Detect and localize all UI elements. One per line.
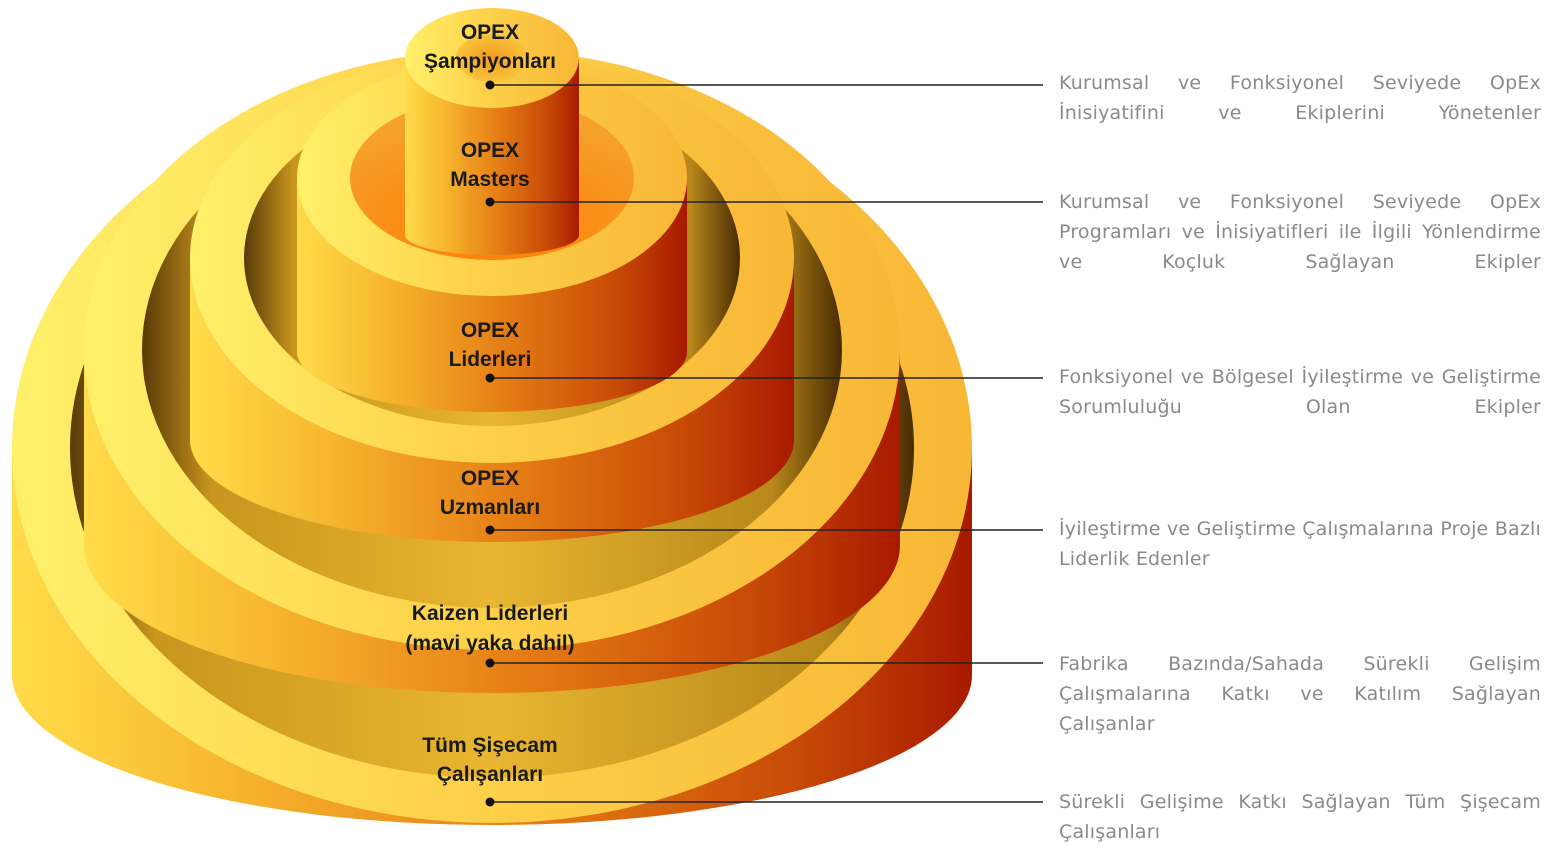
- tier-6-label-line1: Tüm Şişecam: [422, 734, 557, 757]
- tier-2-label-line2: Masters: [450, 168, 529, 191]
- leader-dot-5: [485, 658, 495, 668]
- leader-lines: [485, 80, 1043, 807]
- leader-dot-1: [485, 80, 495, 90]
- tier-4-label-line1: OPEX: [461, 467, 519, 490]
- tier-4-description: İyileştirme ve Geliştirme Çalışmalarına …: [1059, 518, 1541, 570]
- leader-dot-3: [485, 373, 495, 383]
- leader-dot-6: [485, 797, 495, 807]
- tier-6-label-line2: Çalışanları: [437, 763, 543, 786]
- tier-column-2: [405, 58, 579, 255]
- tier-2-description: Kurumsal ve Fonksiyonel Seviyede OpEx Pr…: [1059, 191, 1541, 273]
- tier-2-label-line1: OPEX: [461, 139, 519, 162]
- tier-3-label-line1: OPEX: [461, 319, 519, 342]
- tier-2-side: [405, 58, 579, 255]
- leader-dot-4: [485, 525, 495, 535]
- tier-labels: OPEX Şampiyonları OPEX Masters OPEX Lide…: [405, 21, 574, 786]
- tier-5-label-line2: (mavi yaka dahil): [405, 632, 574, 655]
- tier-cap-1: [405, 8, 579, 108]
- tier-1-label-line2: Şampiyonları: [424, 50, 556, 73]
- tier-4-label-line2: Uzmanları: [440, 496, 540, 519]
- tier-1-core: [456, 34, 528, 82]
- leader-dot-2: [485, 197, 495, 207]
- tier-6-description: Sürekli Gelişime Katkı Sağlayan Tüm Şişe…: [1059, 791, 1541, 843]
- tier-1-label-line1: OPEX: [461, 21, 519, 44]
- tier-5-label-line1: Kaizen Liderleri: [412, 602, 568, 625]
- tier-5-description: Fabrika Bazında/Sahada Sürekli Gelişim Ç…: [1059, 653, 1541, 735]
- tier-3-label-line2: Liderleri: [449, 348, 532, 371]
- tier-3-description: Fonksiyonel ve Bölgesel İyileştirme ve G…: [1059, 366, 1541, 418]
- tier-1-description: Kurumsal ve Fonksiyonel Seviyede OpEx İn…: [1059, 72, 1541, 124]
